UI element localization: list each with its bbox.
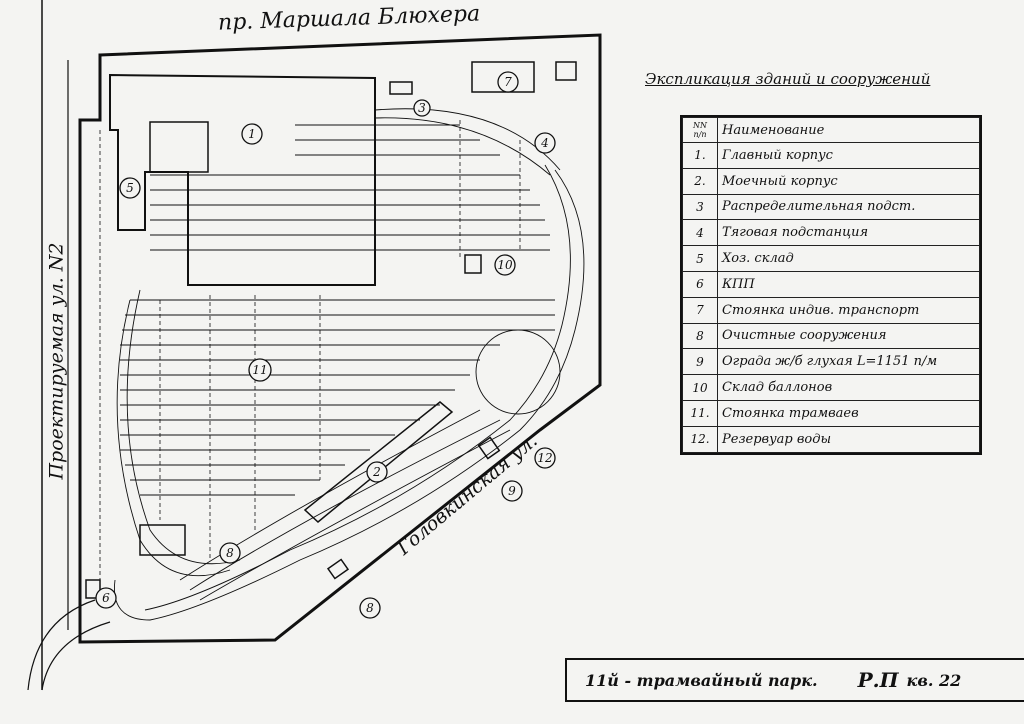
marker-3: 3: [418, 101, 426, 115]
street-label-proektiruemaya: Проектируемая ул. N2: [45, 242, 68, 480]
marker-11: 11: [252, 363, 267, 377]
marker-10: 10: [497, 258, 513, 272]
marker-5: 5: [126, 181, 134, 195]
legend-row: 12.Резервуар воды: [682, 425, 980, 453]
legend-num: 2.: [682, 167, 718, 195]
legend-num: 8: [682, 322, 718, 350]
legend-name: Склад баллонов: [717, 374, 980, 401]
legend-name: Резервуар воды: [717, 425, 980, 453]
legend-row: 1.Главный корпус: [682, 142, 980, 169]
legend-header-num-bottom: п/п: [693, 130, 707, 139]
legend-header-row: NN п/п Наименование: [682, 117, 980, 143]
legend-name: Очистные сооружения: [717, 322, 980, 350]
legend-name: Распределительная подст.: [717, 193, 980, 221]
legend-name: Стоянка трамваев: [717, 399, 980, 427]
marker-9: 9: [508, 484, 516, 498]
legend-header-num-top: NN: [693, 121, 707, 130]
marker-1: 1: [248, 127, 256, 141]
legend-num: 11.: [682, 399, 718, 427]
legend-row: 11.Стоянка трамваев: [682, 399, 980, 427]
legend-header-num: NN п/п: [682, 117, 718, 143]
marker-6: 6: [102, 591, 110, 605]
legend-name: Хоз. склад: [717, 245, 980, 272]
legend-num: 7: [682, 296, 718, 324]
legend-name: Ограда ж/б глухая L=1151 п/м: [717, 348, 980, 376]
stamp-sheet: кв. 22: [906, 670, 962, 690]
marker-8b: 8: [366, 601, 374, 615]
marker-12: 12: [537, 451, 552, 465]
legend-name: Тяговая подстанция: [717, 219, 980, 247]
legend-title: Экспликация зданий и сооружений: [645, 70, 931, 88]
legend-header-name: Наименование: [717, 117, 980, 143]
marker-2: 2: [372, 465, 381, 479]
title-stamp: 11й - трамвайный парк. Р.П кв. 22: [565, 658, 1024, 702]
legend-name: Главный корпус: [717, 142, 980, 169]
legend-num: 5: [682, 245, 718, 272]
legend-name: Стоянка индив. транспорт: [717, 296, 980, 324]
legend-num: 3: [682, 193, 718, 221]
legend-num: 12.: [682, 425, 718, 453]
legend-num: 4: [682, 219, 718, 247]
legend-table: NN п/п Наименование 1.Главный корпус 2.М…: [680, 115, 982, 455]
legend-name: Моечный корпус: [717, 167, 980, 195]
marker-7: 7: [504, 75, 512, 89]
legend-name: КПП: [717, 270, 980, 298]
legend-num: 9: [682, 348, 718, 376]
legend-num: 6: [682, 270, 718, 298]
legend-row: 2.Моечный корпус: [682, 167, 980, 195]
stamp-code: Р.П: [857, 668, 899, 692]
marker-4: 4: [540, 136, 549, 150]
marker-8a: 8: [226, 546, 234, 560]
legend-num: 1.: [682, 142, 718, 169]
legend-num: 10: [682, 374, 718, 401]
stamp-title: 11й - трамвайный парк.: [585, 670, 818, 690]
